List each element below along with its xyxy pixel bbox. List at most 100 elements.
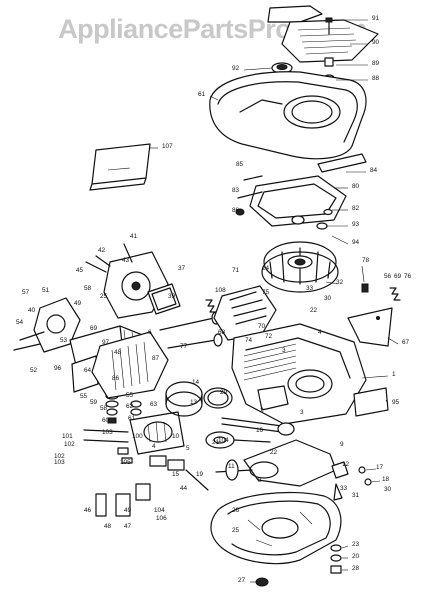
callout-60: 60	[102, 417, 110, 424]
callout-89: 89	[372, 60, 380, 67]
callout-47: 47	[124, 523, 132, 530]
callout-104: 104	[218, 437, 229, 444]
callout-25: 25	[232, 527, 240, 534]
callout-31: 31	[352, 492, 360, 499]
callout-80: 80	[352, 183, 360, 190]
drain-plug-part	[255, 544, 342, 587]
callout-12: 12	[342, 461, 350, 468]
rod-part	[185, 469, 209, 491]
callout-93: 93	[352, 221, 360, 228]
callout-92: 92	[232, 65, 240, 72]
air-filter-part	[83, 411, 185, 464]
callout-1: 1	[392, 371, 396, 378]
gasket-part	[147, 283, 181, 315]
callout-74: 74	[245, 337, 253, 344]
callout-4: 4	[318, 329, 322, 336]
callout-102: 102	[64, 441, 75, 448]
callout-26: 26	[232, 507, 240, 514]
callout-15: 15	[172, 471, 180, 478]
intake-part	[13, 297, 81, 353]
plate-part	[353, 387, 389, 417]
callout-43: 43	[122, 257, 130, 264]
callout-85: 85	[236, 161, 244, 168]
callout-4: 4	[152, 443, 156, 450]
callout-96: 96	[54, 365, 62, 372]
flywheel-part	[261, 241, 339, 293]
callout-83: 83	[232, 187, 240, 194]
callout-57: 57	[22, 289, 30, 296]
callout-3: 3	[300, 409, 304, 416]
callout-108: 108	[215, 287, 226, 294]
callout-84: 84	[370, 167, 378, 174]
callout-86: 86	[232, 207, 240, 214]
callout-5: 5	[186, 445, 190, 452]
callout-49: 49	[74, 300, 82, 307]
callout-9: 9	[340, 441, 344, 448]
callout-63: 63	[150, 401, 158, 408]
cylinder-part	[91, 331, 169, 399]
callout-29: 29	[220, 389, 228, 396]
leader-lines	[150, 19, 399, 583]
callout-94: 94	[352, 239, 360, 246]
governor-part	[331, 461, 372, 501]
callout-44: 44	[180, 485, 188, 492]
callout-58: 58	[100, 405, 108, 412]
callout-3: 3	[282, 347, 286, 354]
callout-91: 91	[372, 15, 380, 22]
callout-22: 22	[310, 307, 318, 314]
callout-2: 2	[260, 407, 264, 414]
callout-21: 21	[212, 439, 220, 446]
callout-100: 100	[132, 433, 143, 440]
callout-55: 55	[126, 392, 134, 399]
manual-part	[89, 143, 151, 191]
callout-75: 75	[262, 289, 270, 296]
callout-70: 70	[258, 323, 266, 330]
callout-33: 33	[340, 485, 348, 492]
callout-61: 61	[198, 91, 206, 98]
connecting-rod-part	[221, 417, 295, 436]
callout-69: 69	[394, 273, 402, 280]
callout-87: 87	[152, 355, 160, 362]
callout-11: 11	[228, 463, 235, 470]
tappet-part	[95, 455, 185, 517]
callout-97: 97	[102, 339, 110, 346]
callout-14: 14	[192, 379, 200, 386]
callout-55: 55	[80, 393, 88, 400]
callout-105: 105	[120, 459, 131, 466]
callout-42: 42	[98, 247, 106, 254]
callout-86: 86	[112, 375, 120, 382]
callout-28: 28	[352, 565, 360, 572]
callout-19: 19	[196, 471, 204, 478]
callout-88: 88	[372, 75, 380, 82]
callout-8: 8	[258, 477, 262, 484]
callout-82: 82	[352, 205, 360, 212]
callout-107: 107	[162, 143, 173, 150]
spring-part	[361, 283, 401, 301]
callout-48: 48	[104, 523, 112, 530]
callout-104: 104	[154, 507, 165, 514]
callout-90: 90	[372, 39, 380, 46]
callout-33: 33	[306, 285, 314, 292]
callout-78: 78	[362, 257, 370, 264]
callout-101: 101	[62, 433, 73, 440]
callout-49: 49	[124, 507, 132, 514]
callout-59: 59	[90, 399, 98, 406]
callout-76: 76	[404, 273, 412, 280]
crankshaft-part	[215, 439, 337, 487]
callout-69: 69	[90, 325, 98, 332]
callout-27: 27	[238, 577, 246, 584]
callout-17: 17	[376, 464, 384, 471]
callout-6: 6	[148, 329, 152, 336]
callout-16: 16	[256, 427, 264, 434]
callout-106: 106	[156, 515, 167, 522]
callout-10: 10	[172, 433, 180, 440]
cylinder-head-part	[213, 285, 277, 341]
callout-40: 40	[28, 307, 36, 314]
callout-46: 46	[84, 507, 92, 514]
callout-68: 68	[218, 329, 226, 336]
callout-71: 71	[232, 267, 240, 274]
callout-103: 103	[102, 429, 113, 436]
callout-18: 18	[382, 476, 390, 483]
